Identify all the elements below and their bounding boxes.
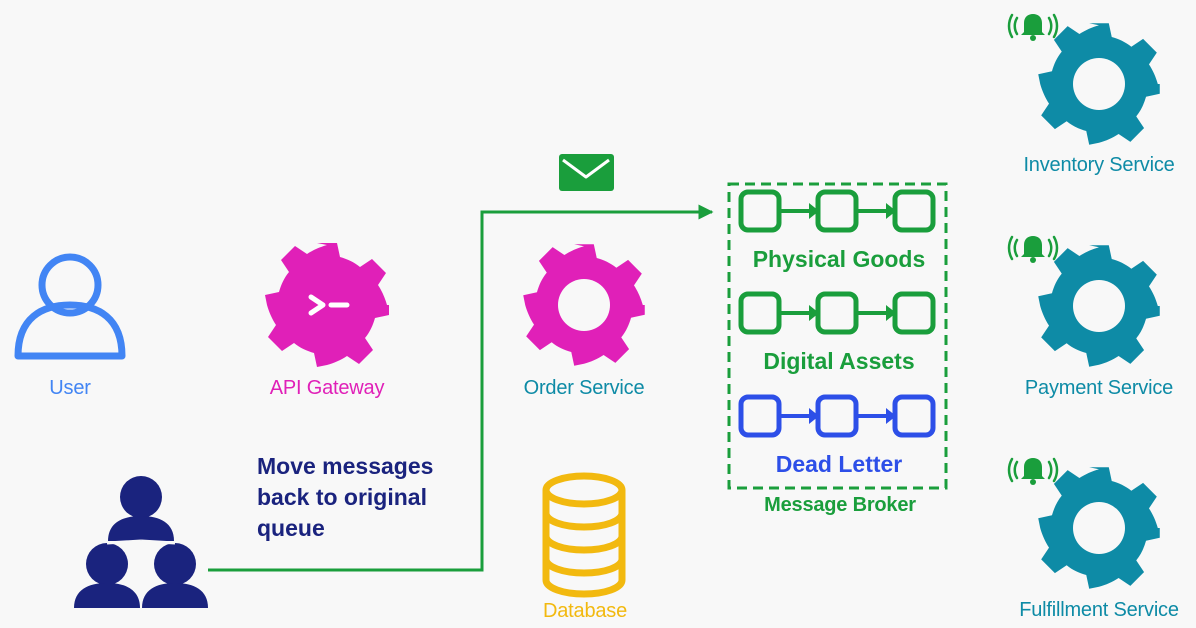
fulfillment-service-label: Fulfillment Service bbox=[1019, 599, 1179, 621]
service-gear-icon bbox=[1038, 23, 1160, 145]
queue-label-digital-assets: Digital Assets bbox=[763, 348, 915, 374]
queue-slot bbox=[815, 394, 859, 438]
queue-slot bbox=[815, 189, 859, 233]
note-line-2: back to original bbox=[257, 484, 427, 510]
queue-link-arrowhead bbox=[886, 203, 896, 219]
queue-link-arrowhead bbox=[809, 305, 819, 321]
payment-service-label: Payment Service bbox=[1024, 377, 1174, 399]
note-line-3: queue bbox=[257, 515, 325, 541]
queues-group bbox=[738, 189, 936, 438]
queue-link-arrowhead bbox=[809, 203, 819, 219]
database-label: Database bbox=[542, 600, 628, 622]
queue-slot bbox=[815, 291, 859, 335]
database-icon bbox=[542, 472, 626, 598]
queue-slot bbox=[738, 189, 782, 233]
service-gear-icon bbox=[1038, 245, 1160, 367]
queue-slot bbox=[738, 291, 782, 335]
queue-slot bbox=[738, 394, 782, 438]
bell-alert-icon bbox=[1007, 235, 1059, 263]
queue-slot bbox=[892, 291, 936, 335]
service-gear-icon bbox=[1038, 467, 1160, 589]
terminal-gear-icon bbox=[265, 243, 389, 367]
queue-label-dead-letter: Dead Letter bbox=[775, 451, 903, 477]
bell-alert-icon bbox=[1007, 13, 1059, 41]
queue-link-arrowhead bbox=[886, 305, 896, 321]
queue-link-arrowhead bbox=[886, 408, 896, 424]
api-gateway-label: API Gateway bbox=[269, 377, 385, 399]
message-broker-label: Message Broker bbox=[764, 494, 916, 516]
redrive-arrow bbox=[208, 204, 714, 572]
order-service-label: Order Service bbox=[523, 377, 645, 399]
user-icon bbox=[14, 253, 126, 360]
note-line-1: Move messages bbox=[257, 453, 434, 479]
queue-label-physical-goods: Physical Goods bbox=[752, 246, 926, 272]
group-icon bbox=[74, 476, 208, 608]
queue-slot bbox=[892, 189, 936, 233]
queue-link-arrowhead bbox=[809, 408, 819, 424]
bell-alert-icon bbox=[1007, 457, 1059, 485]
envelope-icon bbox=[559, 154, 614, 191]
order-service-gear-icon bbox=[523, 244, 645, 366]
user-label: User bbox=[49, 377, 91, 399]
inventory-service-label: Inventory Service bbox=[1023, 154, 1175, 176]
services-group bbox=[1007, 13, 1160, 589]
message-broker-box bbox=[727, 182, 948, 490]
redrive-note: Move messages back to original queue bbox=[257, 451, 487, 544]
queue-slot bbox=[892, 394, 936, 438]
